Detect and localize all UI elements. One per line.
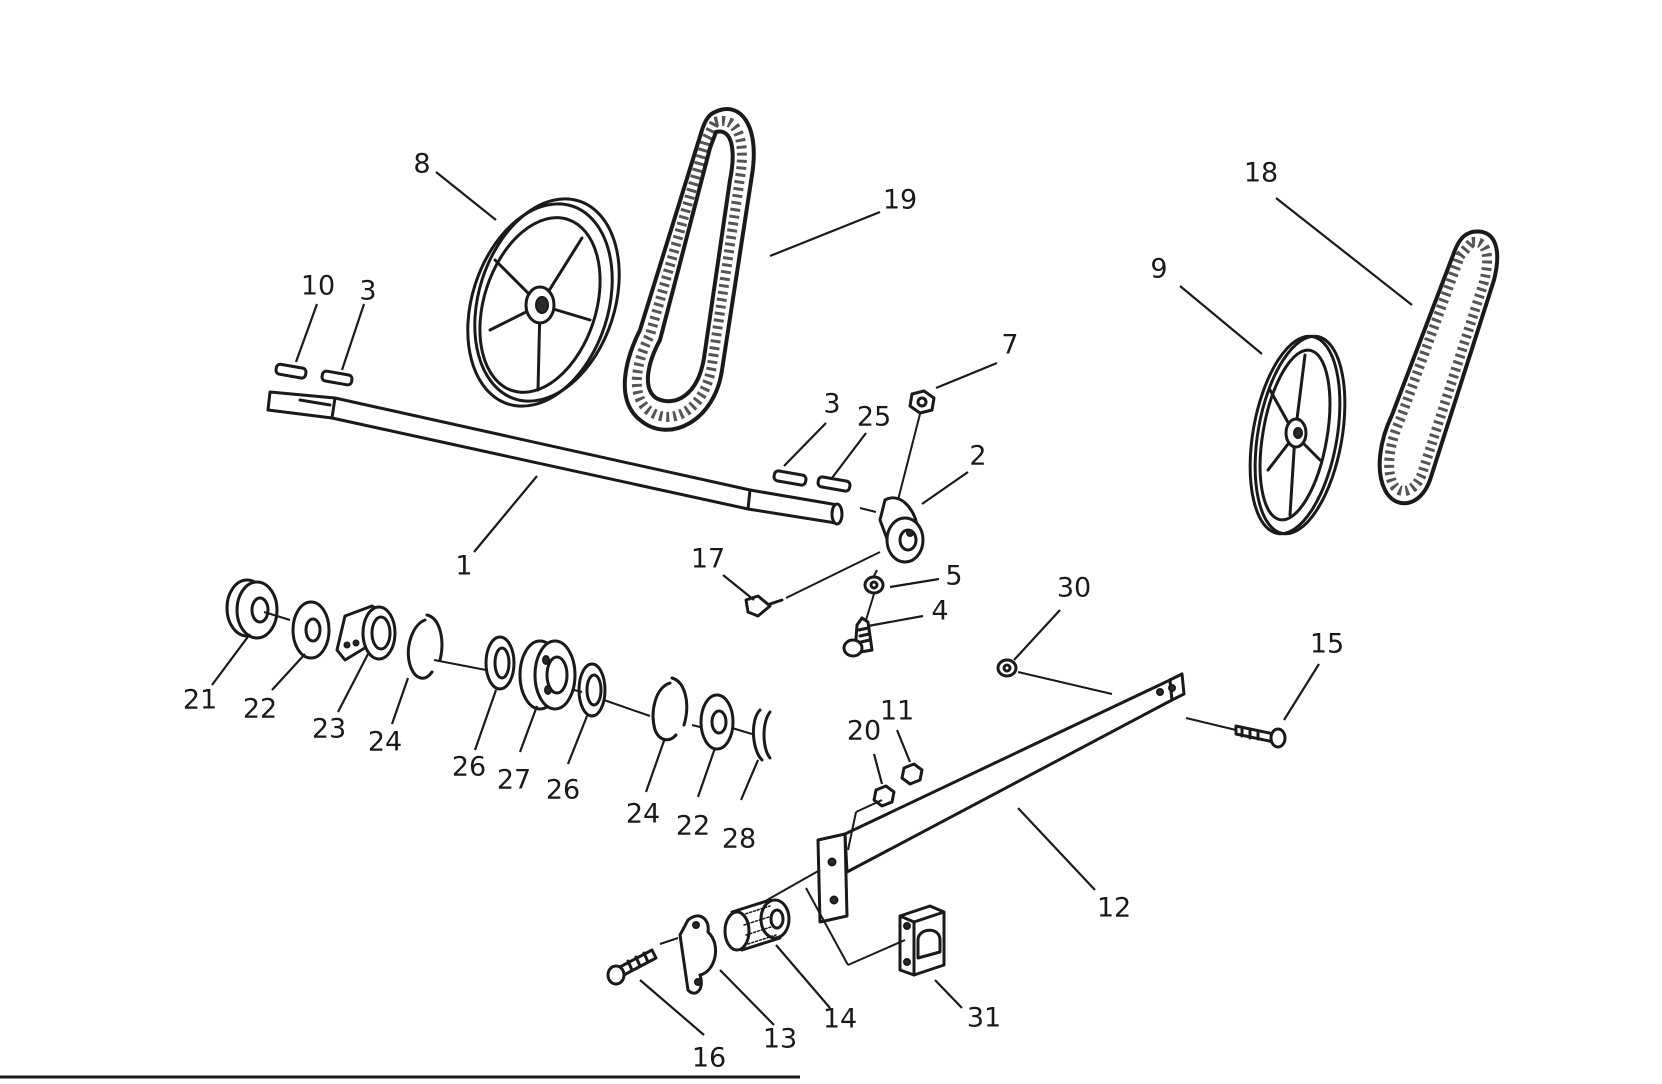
callout-24: 24 [626,799,660,830]
callout-28: 28 [722,824,756,855]
part-22-washer-right [699,693,735,751]
callout-26: 26 [546,775,580,806]
callout-26: 26 [452,752,486,783]
part-25-key [816,475,852,493]
callout-13: 13 [763,1024,797,1055]
callout-14: 14 [823,1004,857,1035]
part-21-collar [225,578,279,640]
callout-30: 30 [1057,573,1091,604]
callout-11: 11 [880,696,914,727]
part-19-large-v-belt [622,107,756,432]
part-24-snap-ring-right [651,676,689,742]
callout-2: 2 [969,441,986,472]
part-24-snap-ring-left [406,613,444,680]
callout-22: 22 [676,811,710,842]
part-5-washer [863,575,885,595]
part-15-bolt [1234,724,1287,749]
callout-18: 18 [1244,158,1278,189]
callout-22: 22 [243,694,277,725]
callout-25: 25 [857,402,891,433]
part-11-nut [900,762,924,786]
callout-27: 27 [497,765,531,796]
callout-19: 19 [883,185,917,216]
callout-15: 15 [1310,629,1344,660]
callout-1: 1 [455,551,472,582]
callout-12: 12 [1097,893,1131,924]
part-23-bracket [335,604,397,662]
part-2-cam-bracket [878,496,925,564]
callout-7: 7 [1001,330,1018,361]
callout-20: 20 [847,716,881,747]
callout-3: 3 [359,276,376,307]
part-18-small-v-belt [1377,229,1500,506]
part-17-thumb-screw [744,594,784,618]
assembly-lines [263,413,1237,966]
callout-labels: 8 19 10 3 1 3 25 7 2 17 5 4 18 9 21 22 2… [183,149,1344,1074]
callout-17: 17 [691,544,725,575]
callout-10: 10 [301,271,335,302]
callout-16: 16 [692,1043,726,1074]
part-3-key-right [772,469,808,487]
callout-23: 23 [312,714,346,745]
part-27-bearing [518,639,577,711]
part-13-strap-clamp [678,914,718,995]
part-3-key-left [320,369,354,387]
part-31-block-clamp [898,904,946,977]
callout-21: 21 [183,685,217,716]
part-7-nut [908,389,936,415]
part-30-nut [996,658,1018,678]
leader-lines [211,171,1413,1036]
callout-8: 8 [413,149,430,180]
callout-31: 31 [967,1003,1001,1034]
callout-9: 9 [1150,254,1167,285]
callout-24: 24 [368,727,402,758]
part-26-spacer-left [484,635,516,691]
part-16-bolt [606,948,658,986]
part-26-spacer-right [577,662,607,718]
part-22-washer-left [291,600,331,660]
callout-3: 3 [823,389,840,420]
part-12-frame-bar [816,672,1186,924]
part-28-clip [752,708,772,762]
callout-5: 5 [945,561,962,592]
callout-4: 4 [931,596,948,627]
part-8-large-pulley [466,197,621,408]
part-1-main-shaft [266,390,844,526]
part-9-small-pulley [1248,334,1347,536]
part-4-bolt [842,616,874,658]
part-14-knurled-sleeve [723,898,791,952]
part-10-key [274,362,308,380]
